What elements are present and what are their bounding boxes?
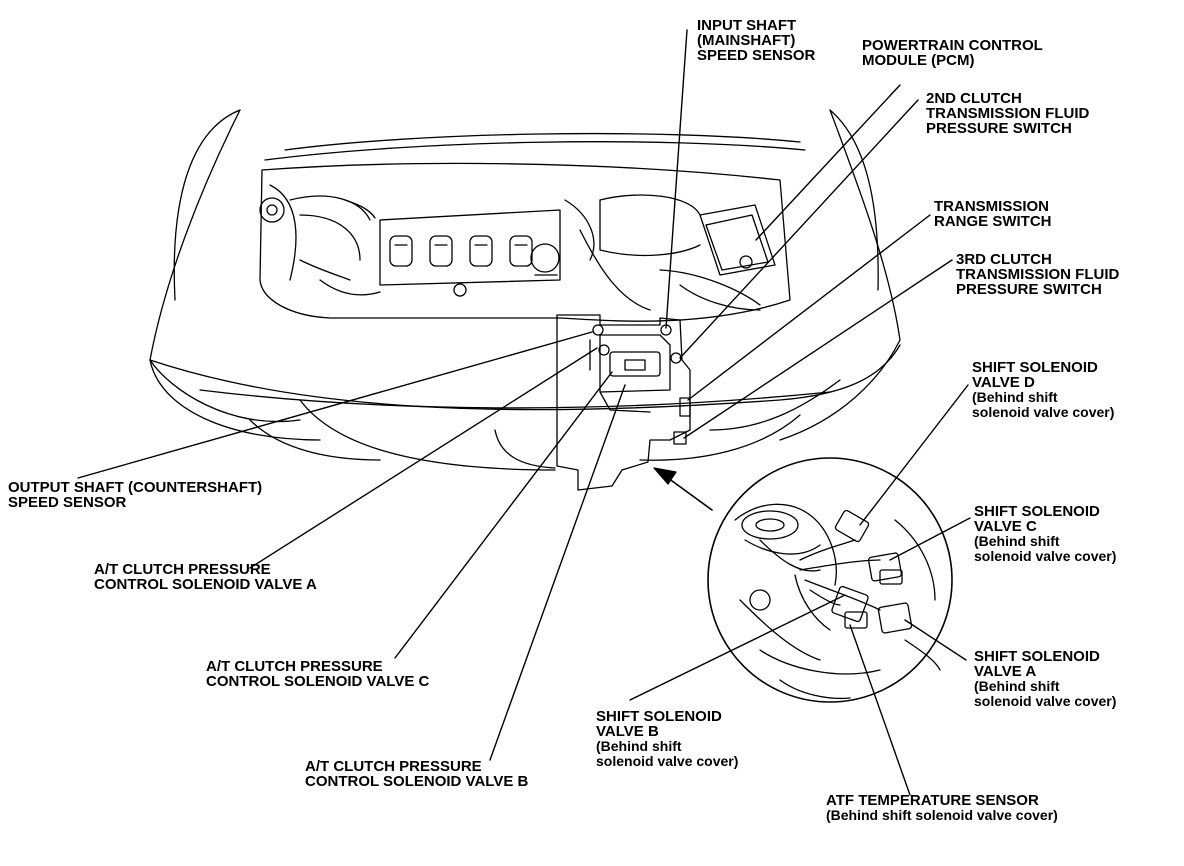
magnified-detail-view [707, 457, 953, 703]
label-output-shaft-speed-sensor: OUTPUT SHAFT (COUNTERSHAFT) SPEED SENSOR [8, 480, 262, 510]
label-line: (MAINSHAFT) [697, 32, 796, 49]
label-note: solenoid valve cover) [974, 548, 1117, 564]
label-line: SPEED SENSOR [697, 47, 816, 64]
label-line: RANGE SWITCH [934, 213, 1052, 230]
label-line: MODULE (PCM) [862, 52, 975, 69]
label-line: VALVE D [972, 374, 1035, 391]
label-3rd-clutch-pressure-switch: 3RD CLUTCH TRANSMISSION FLUID PRESSURE S… [956, 252, 1119, 297]
label-line: INPUT SHAFT [697, 17, 797, 34]
transmission-assembly [556, 314, 691, 491]
label-note: solenoid valve cover) [972, 404, 1115, 420]
label-note: (Behind shift [596, 738, 682, 754]
label-line: VALVE B [596, 723, 659, 740]
label-note: (Behind shift solenoid valve cover) [826, 807, 1058, 823]
car-body-outline [149, 109, 901, 471]
label-shift-solenoid-valve-b: SHIFT SOLENOID VALVE B (Behind shift sol… [596, 709, 738, 769]
label-note: (Behind shift [972, 389, 1058, 405]
detail-arrow [653, 467, 713, 511]
label-line: VALVE C [974, 518, 1037, 535]
label-line: OUTPUT SHAFT (COUNTERSHAFT) [8, 479, 263, 496]
label-atc-pressure-solenoid-c: A/T CLUTCH PRESSURE CONTROL SOLENOID VAL… [206, 659, 429, 689]
label-line: SPEED SENSOR [8, 494, 127, 511]
label-line: PRESSURE SWITCH [956, 281, 1102, 298]
leader-lines [77, 29, 971, 796]
label-atc-pressure-solenoid-a: A/T CLUTCH PRESSURE CONTROL SOLENOID VAL… [94, 562, 317, 592]
label-line: CONTROL SOLENOID VALVE A [94, 576, 317, 593]
label-input-shaft-speed-sensor: INPUT SHAFT (MAINSHAFT) SPEED SENSOR [697, 18, 815, 63]
label-shift-solenoid-valve-d: SHIFT SOLENOID VALVE D (Behind shift sol… [972, 360, 1114, 420]
engine-compartment [259, 162, 791, 322]
label-line: A/T CLUTCH PRESSURE [94, 561, 271, 578]
label-line: TRANSMISSION [934, 198, 1050, 215]
label-shift-solenoid-valve-c: SHIFT SOLENOID VALVE C (Behind shift sol… [974, 504, 1116, 564]
label-line: 2ND CLUTCH [926, 90, 1022, 107]
label-note: (Behind shift [974, 533, 1060, 549]
label-line: A/T CLUTCH PRESSURE [305, 758, 482, 775]
label-atf-temperature-sensor: ATF TEMPERATURE SENSOR (Behind shift sol… [826, 793, 1058, 823]
label-line: VALVE A [974, 663, 1037, 680]
label-note: (Behind shift [974, 678, 1060, 694]
label-2nd-clutch-pressure-switch: 2ND CLUTCH TRANSMISSION FLUID PRESSURE S… [926, 91, 1089, 136]
label-line: TRANSMISSION FLUID [926, 105, 1090, 122]
label-line: SHIFT SOLENOID [974, 648, 1100, 665]
label-note: solenoid valve cover) [596, 753, 739, 769]
label-line: POWERTRAIN CONTROL [862, 37, 1043, 54]
label-atc-pressure-solenoid-b: A/T CLUTCH PRESSURE CONTROL SOLENOID VAL… [305, 759, 528, 789]
label-shift-solenoid-valve-a: SHIFT SOLENOID VALVE A (Behind shift sol… [974, 649, 1116, 709]
label-pcm: POWERTRAIN CONTROL MODULE (PCM) [862, 38, 1043, 68]
label-line: SHIFT SOLENOID [596, 708, 722, 725]
label-line: CONTROL SOLENOID VALVE B [305, 773, 529, 790]
label-line: SHIFT SOLENOID [972, 359, 1098, 376]
label-line: PRESSURE SWITCH [926, 120, 1072, 137]
label-line: TRANSMISSION FLUID [956, 266, 1120, 283]
label-note: solenoid valve cover) [974, 693, 1117, 709]
label-line: SHIFT SOLENOID [974, 503, 1100, 520]
label-line: ATF TEMPERATURE SENSOR [826, 792, 1039, 809]
label-line: A/T CLUTCH PRESSURE [206, 658, 383, 675]
label-line: CONTROL SOLENOID VALVE C [206, 673, 430, 690]
pcm-housing [699, 204, 776, 276]
label-line: 3RD CLUTCH [956, 251, 1052, 268]
label-transmission-range-switch: TRANSMISSION RANGE SWITCH [934, 199, 1052, 229]
